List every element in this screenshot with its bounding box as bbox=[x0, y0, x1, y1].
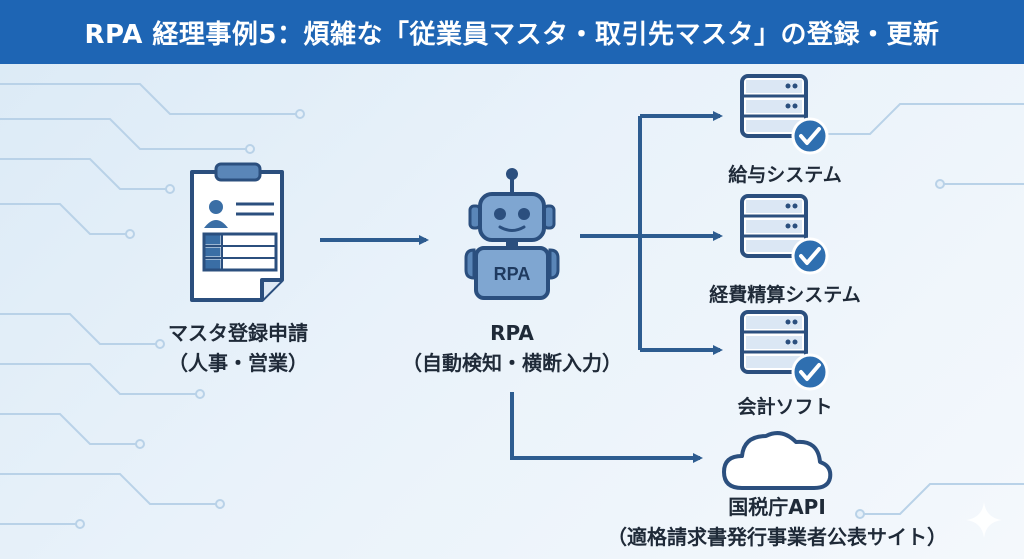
nta-api-label: 国税庁API （適格請求書発行事業者公表サイト） bbox=[607, 495, 947, 549]
cloud-icon bbox=[722, 431, 833, 490]
server-check-icon bbox=[740, 74, 829, 155]
robot-icon: RPA bbox=[464, 168, 560, 300]
payroll-system-node bbox=[740, 74, 832, 158]
expense-system-label: 経費精算システム bbox=[709, 284, 861, 306]
accounting-software-label: 会計ソフト bbox=[737, 396, 833, 418]
server-check-icon bbox=[740, 310, 829, 391]
expense-system-node bbox=[740, 194, 832, 278]
nta-api-node bbox=[720, 424, 834, 494]
arrow-to-api bbox=[510, 392, 703, 463]
payroll-system-label: 給与システム bbox=[728, 164, 842, 186]
circuit-background bbox=[0, 83, 1024, 529]
accounting-software-node bbox=[740, 310, 832, 394]
rpa-robot-node: RPA bbox=[462, 166, 562, 306]
page-title: RPA 経理事例5：煩雑な「従業員マスタ・取引先マスタ」の登録・更新 bbox=[0, 0, 1024, 64]
server-check-icon bbox=[740, 194, 829, 275]
rpa-badge: RPA bbox=[494, 264, 531, 284]
clipboard-form-icon bbox=[190, 162, 284, 302]
master-request-node bbox=[188, 162, 288, 302]
rpa-robot-label: RPA （自動検知・横断入力） bbox=[402, 321, 622, 375]
master-request-label: マスタ登録申請 （人事・営業） bbox=[168, 321, 308, 375]
sparkle-icon bbox=[966, 502, 1002, 538]
